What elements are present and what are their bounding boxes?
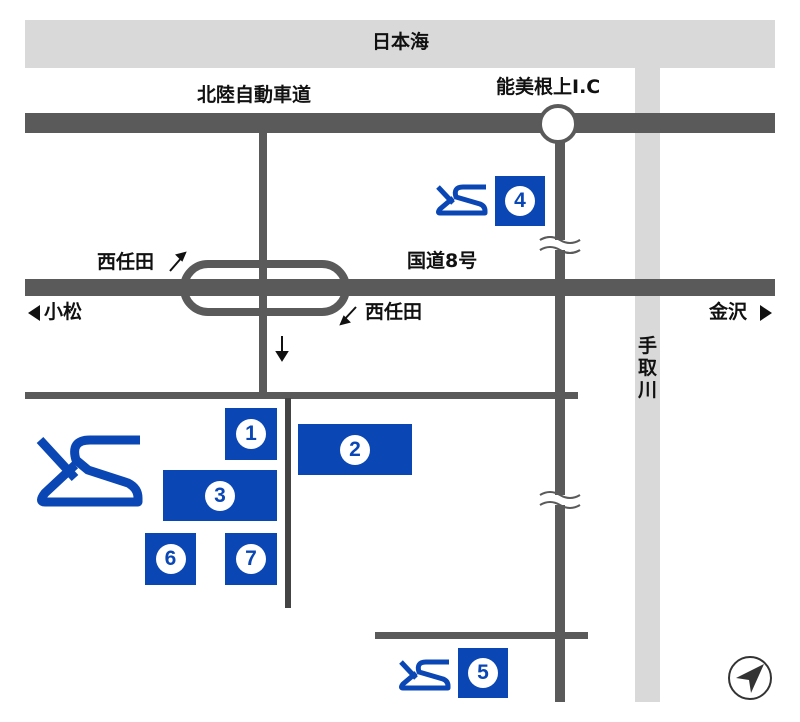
triangle-left-icon <box>28 305 40 321</box>
triangle-right-icon <box>760 305 772 321</box>
compass-icon <box>728 656 772 700</box>
road-vertical-center <box>285 398 291 608</box>
road-lower <box>25 392 578 399</box>
interchange-icon <box>538 104 578 144</box>
location-7[interactable]: 7 <box>225 533 277 585</box>
komatsu-label: 小松 <box>44 301 83 323</box>
sea <box>25 20 775 67</box>
location-4[interactable]: 4 <box>495 176 545 226</box>
location-6[interactable]: 6 <box>145 533 196 585</box>
sea-label: 日本海 <box>372 31 430 53</box>
river-label: 手取川 <box>638 335 658 401</box>
road-bottom <box>375 632 588 639</box>
location-number: 4 <box>505 186 535 216</box>
nishitoda-label-2: 西任田 <box>365 301 423 323</box>
arrow-down-icon <box>275 336 289 362</box>
break-mark <box>539 491 581 509</box>
location-number: 1 <box>236 419 266 449</box>
location-number: 3 <box>205 480 235 511</box>
river <box>635 65 660 702</box>
interchange-label: 能美根上I.C <box>496 76 601 98</box>
expressway <box>25 113 775 133</box>
location-number: 2 <box>340 434 370 465</box>
arrow-up-right-icon <box>169 251 187 272</box>
kanazawa-label: 金沢 <box>709 301 748 323</box>
expressway-label: 北陸自動車道 <box>197 84 312 106</box>
arrow-down-left-icon <box>339 306 357 326</box>
location-1[interactable]: 1 <box>225 408 277 460</box>
location-2[interactable]: 2 <box>298 424 412 475</box>
nishitoda-label-1: 西任田 <box>97 251 155 273</box>
location-5[interactable]: 5 <box>458 648 508 698</box>
route8 <box>25 279 775 296</box>
location-number: 5 <box>468 658 498 688</box>
route8-label: 国道8号 <box>407 250 478 272</box>
ys-logo-small <box>399 659 451 691</box>
location-number: 6 <box>155 544 186 574</box>
location-number: 7 <box>236 544 266 574</box>
location-3[interactable]: 3 <box>163 470 277 521</box>
road-vertical-right <box>555 140 565 702</box>
ys-logo-large <box>36 435 143 507</box>
interchange-loop <box>180 260 350 316</box>
sea-edge <box>25 62 775 68</box>
ys-logo-small <box>436 184 488 216</box>
